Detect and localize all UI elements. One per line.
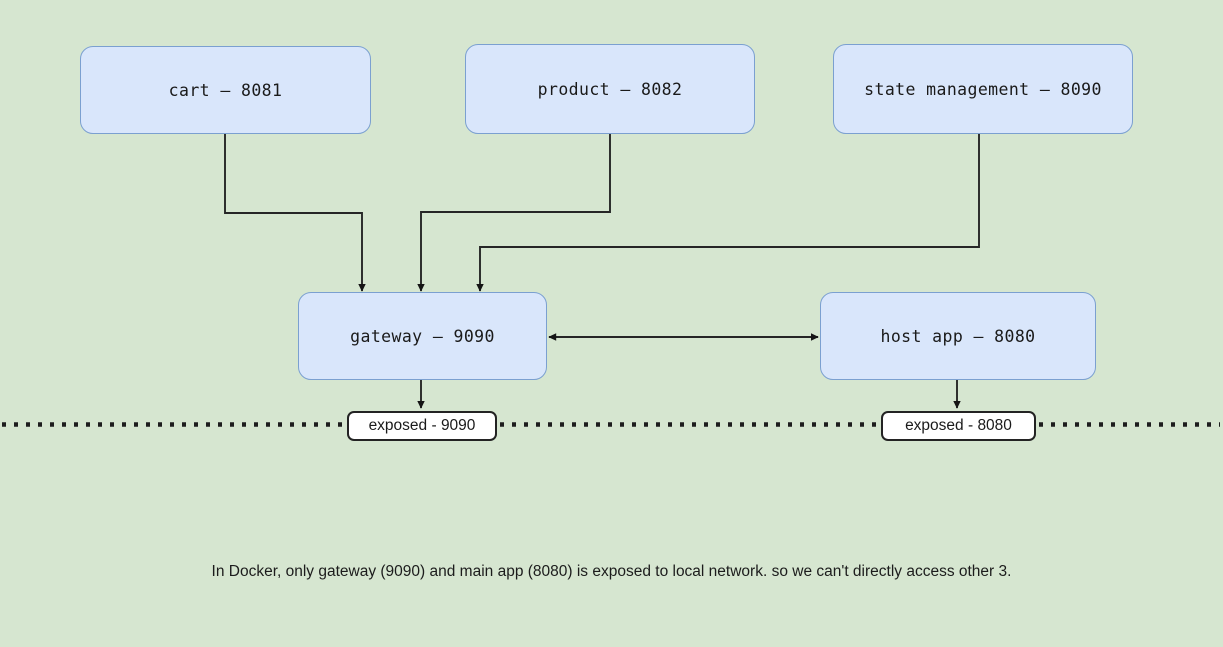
exposed-port-9090-label: exposed - 9090 (368, 417, 476, 434)
node-gateway-label: gateway – 9090 (350, 326, 495, 346)
node-state-management[interactable]: state management – 8090 (833, 44, 1133, 134)
node-host-app[interactable]: host app – 8080 (820, 292, 1096, 380)
exposed-port-8080[interactable]: exposed - 8080 (881, 411, 1036, 441)
node-host-app-label: host app – 8080 (880, 326, 1036, 346)
node-gateway[interactable]: gateway – 9090 (298, 292, 547, 380)
exposed-port-9090[interactable]: exposed - 9090 (347, 411, 497, 441)
node-cart-label: cart – 8081 (168, 80, 283, 100)
node-cart[interactable]: cart – 8081 (80, 46, 371, 134)
wire-product-to-gateway (417, 133, 611, 292)
wire-cart-to-gateway (224, 133, 366, 292)
exposed-port-8080-label: exposed - 8080 (905, 417, 1012, 434)
wire-state-management-to-gateway (476, 133, 980, 292)
node-product[interactable]: product – 8082 (465, 44, 755, 134)
node-product-label: product – 8082 (537, 79, 683, 99)
diagram-caption: In Docker, only gateway (9090) and main … (211, 563, 1012, 580)
node-state-management-label: state management – 8090 (864, 79, 1102, 99)
